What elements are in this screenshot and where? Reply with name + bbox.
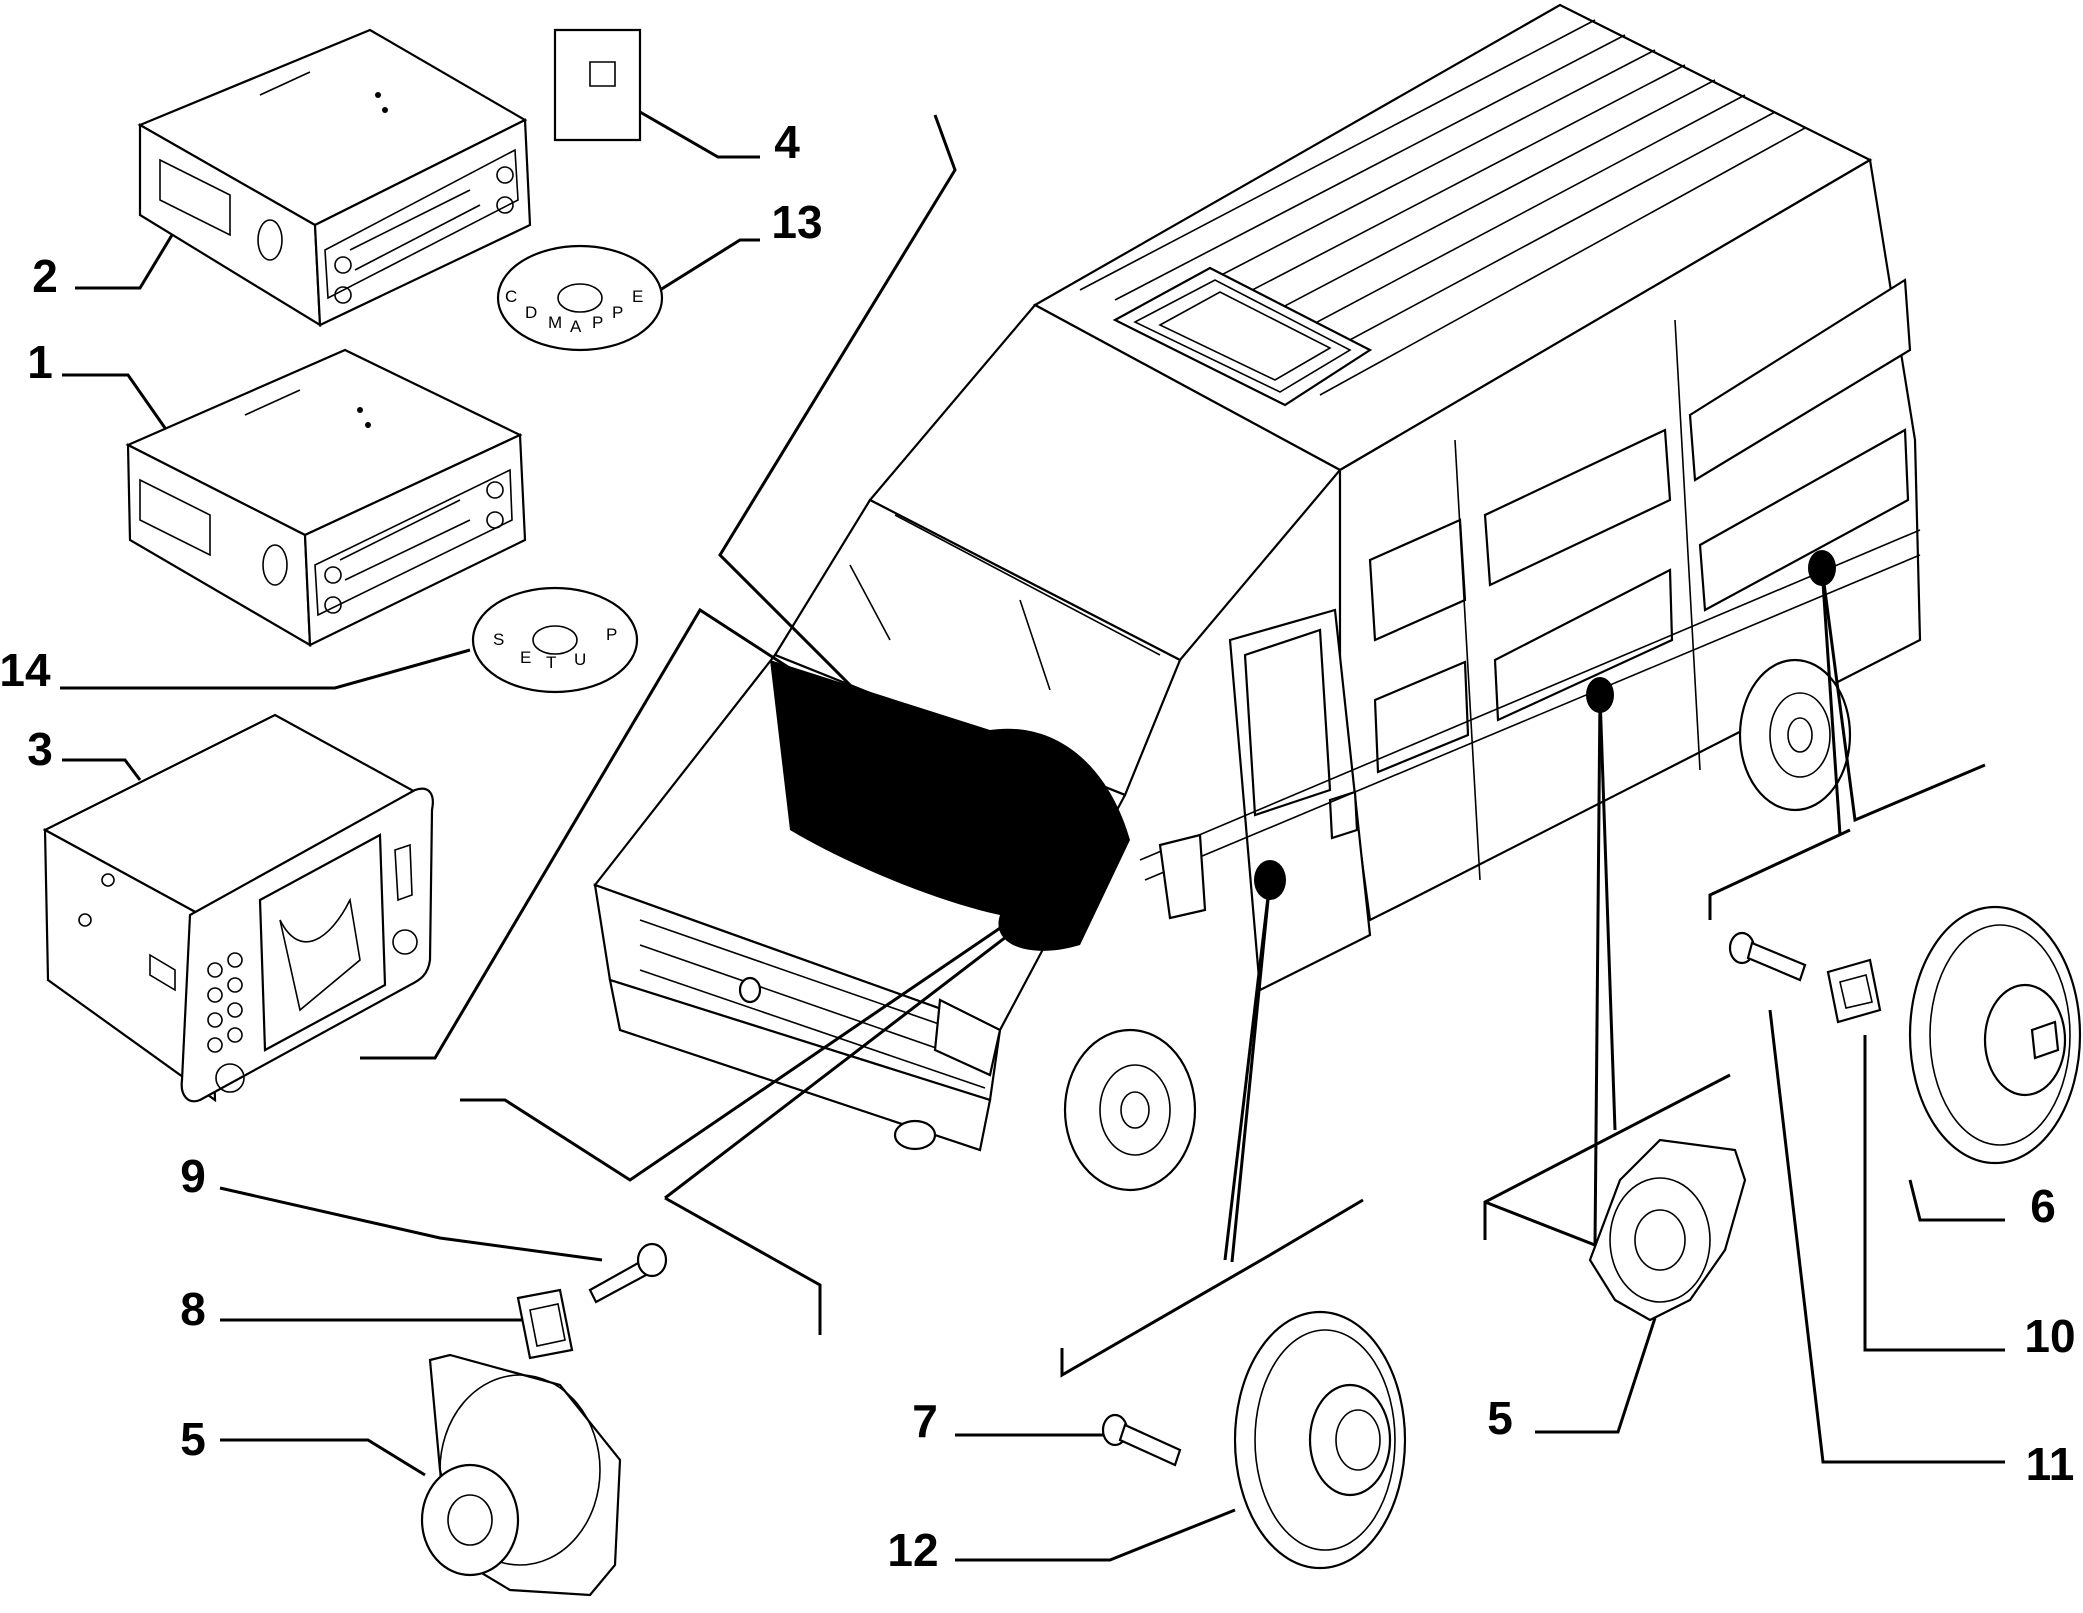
callout-12: 12 [887, 1524, 938, 1576]
disc-letter: D [525, 303, 537, 322]
disc-letter: E [520, 648, 531, 667]
side-panel [1688, 278, 1912, 482]
clip-8 [516, 1288, 574, 1360]
callout-10: 10 [2024, 1310, 2075, 1362]
disc-mappe: C D M A P P E [496, 244, 664, 352]
roof-hatch [1112, 266, 1373, 407]
speaker-6 [1908, 905, 2082, 1165]
door-handle [1328, 790, 1359, 840]
disc-letter: S [493, 630, 504, 649]
front-wheel [1063, 1028, 1197, 1192]
callout-7: 7 [912, 1395, 938, 1447]
grille-slats [639, 919, 986, 1089]
callout-8: 8 [180, 1283, 206, 1335]
card-4 [553, 28, 642, 142]
callout-6: 6 [2030, 1180, 2056, 1232]
rear-wheel [1738, 658, 1852, 812]
disc-letter: E [632, 287, 643, 306]
callout-2: 2 [32, 250, 58, 302]
callout-9: 9 [180, 1150, 206, 1202]
disc-letter: M [548, 313, 562, 332]
speaker-12 [1233, 1310, 1407, 1570]
dashboard-cutaway [770, 660, 1130, 951]
disc-letter: A [570, 317, 582, 336]
disc-letter: P [612, 303, 623, 322]
callout-14: 14 [0, 644, 51, 696]
side-panel [1483, 428, 1672, 587]
van-illustration [593, 3, 1922, 1192]
bolt-11 [1728, 931, 1807, 982]
side-mirror [1158, 833, 1207, 920]
leader-lines [60, 110, 2005, 1562]
callout-3: 3 [27, 723, 53, 775]
side-panel [1368, 518, 1467, 642]
callout-5-right: 5 [1487, 1392, 1513, 1444]
callout-13: 13 [771, 196, 822, 248]
speaker-5-left [420, 1353, 622, 1597]
bolt-7 [1101, 1413, 1182, 1467]
roof-ribs [1079, 19, 1806, 396]
disc-letter: C [505, 287, 517, 306]
callout-1: 1 [27, 336, 53, 388]
disc-letter: P [606, 625, 617, 644]
side-panel [1698, 428, 1910, 612]
navigation-unit-3 [42, 713, 434, 1103]
callout-11: 11 [2026, 1438, 2075, 1490]
disc-letter: T [546, 653, 556, 672]
side-panel [1373, 660, 1470, 774]
headlight [933, 998, 1002, 1077]
bolt-9 [588, 1242, 668, 1304]
disc-letter: P [592, 313, 603, 332]
radio-unit-2 [137, 28, 532, 328]
brand-badge [738, 976, 762, 1004]
fog-light [893, 1119, 937, 1151]
speaker-5-right [1588, 1138, 1747, 1322]
door-window [1243, 628, 1332, 817]
disc-setup: S E T U P [471, 586, 639, 694]
nav-screen [258, 833, 387, 1052]
disc-letter: U [574, 650, 586, 669]
clip-10 [1826, 958, 1882, 1024]
callout-labels: 1 2 3 4 5 5 6 7 8 9 10 11 12 13 14 [0, 116, 2076, 1576]
radio-unit-1 [125, 348, 527, 647]
callout-4: 4 [774, 116, 800, 168]
callout-5-left: 5 [180, 1413, 206, 1465]
side-panel [1493, 568, 1674, 722]
